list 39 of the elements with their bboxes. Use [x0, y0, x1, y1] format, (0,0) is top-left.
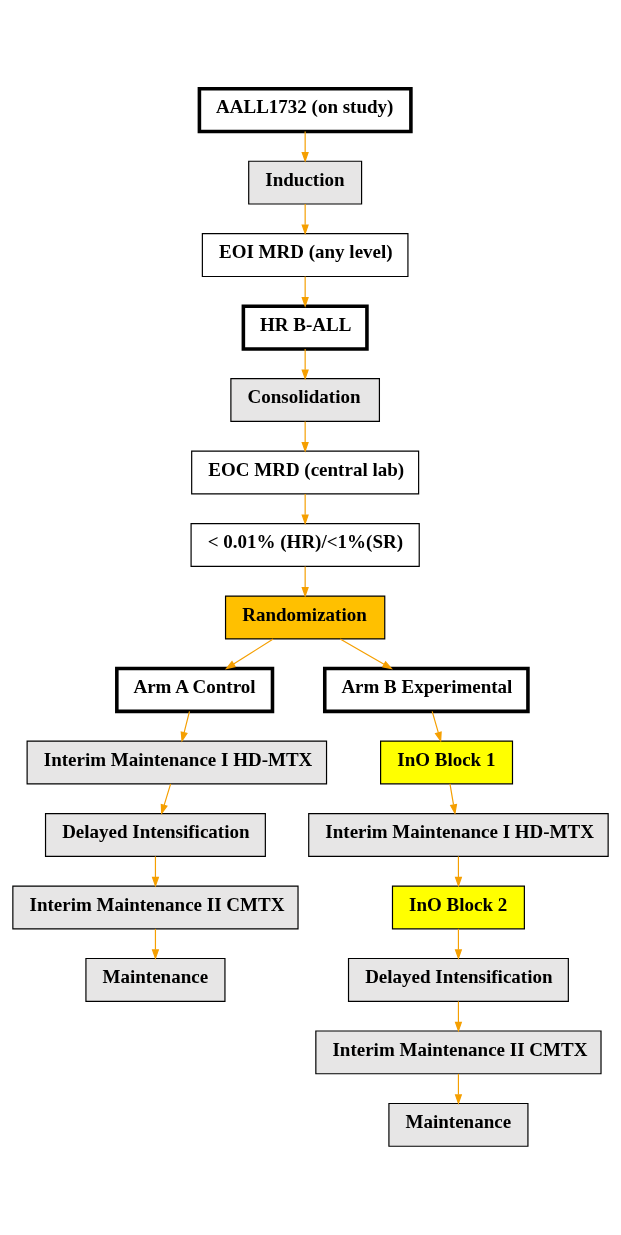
arrow [431, 710, 442, 743]
arrow [301, 565, 309, 598]
node-box: EOI MRD (any level) [201, 233, 409, 278]
node-box: Delayed Intensification [347, 957, 569, 1002]
node-box: InO Block 2 [391, 885, 525, 930]
node-box: Interim Maintenance II CMTX [315, 1030, 602, 1075]
arrow [301, 203, 309, 236]
arrow [301, 348, 309, 381]
node-box: Maintenance [85, 957, 226, 1002]
arrow [454, 1000, 463, 1033]
node-box: Induction [248, 160, 363, 205]
node-box: Arm B Experimental [323, 666, 530, 714]
node-box: AALL1732 (on study) [197, 86, 413, 134]
node-box: Maintenance [388, 1102, 529, 1147]
node-box: Delayed Intensification [44, 812, 266, 857]
node-box: InO Block 1 [380, 740, 514, 785]
arrow [449, 783, 458, 816]
arrow [454, 1073, 463, 1105]
arrow [151, 928, 160, 961]
node-box: Arm A Control [115, 666, 275, 714]
arrow [454, 855, 463, 888]
node-box: Randomization [224, 595, 386, 640]
node-box: Consolidation [230, 378, 380, 423]
arrow [301, 493, 309, 526]
arrow [454, 928, 463, 961]
node-box: Interim Maintenance II CMTX [12, 885, 299, 930]
arrow [160, 783, 172, 815]
arrow [301, 131, 309, 163]
node-box: Interim Maintenance I HD-MTX [26, 740, 328, 785]
arrow [151, 855, 160, 888]
node-box: Interim Maintenance I HD-MTX [308, 812, 609, 857]
arrow [301, 275, 309, 308]
arrow [180, 710, 191, 743]
arrow [339, 638, 393, 670]
arrow [225, 638, 274, 670]
node-box: HR B-ALL [241, 304, 369, 351]
node-box: < 0.01% (HR)/<1%(SR) [190, 523, 420, 567]
arrow [301, 420, 309, 453]
node-box: EOC MRD (central lab) [191, 450, 420, 495]
